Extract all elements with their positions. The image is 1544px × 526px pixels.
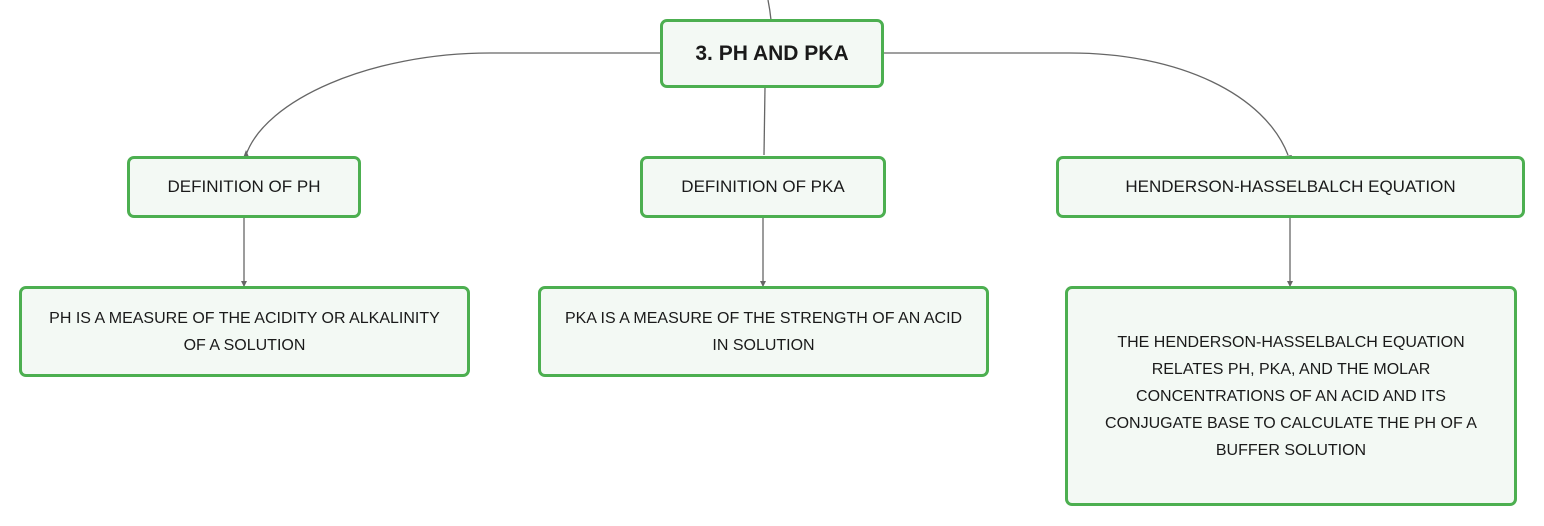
topic-label: DEFINITION OF PH	[167, 177, 321, 196]
topic-node-henderson-hasselbalch[interactable]: HENDERSON-HASSELBALCH EQUATION	[1056, 156, 1525, 218]
arrowhead-hh-detail	[1287, 281, 1293, 287]
detail-text: PKA IS A MEASURE OF THE STRENGTH OF AN A…	[564, 309, 963, 354]
root-topic-label: 3. PH AND PKA	[695, 41, 849, 65]
connector-parent-to-root	[767, 0, 772, 21]
detail-text: PH IS A MEASURE OF THE ACIDITY OR ALKALI…	[49, 309, 440, 354]
detail-text: THE HENDERSON-HASSELBALCH EQUATION RELAT…	[1105, 333, 1477, 459]
topic-node-definition-of-ph[interactable]: DEFINITION OF PH	[127, 156, 361, 218]
detail-node-pka[interactable]: PKA IS A MEASURE OF THE STRENGTH OF AN A…	[538, 286, 989, 377]
detail-node-ph[interactable]: PH IS A MEASURE OF THE ACIDITY OR ALKALI…	[19, 286, 470, 377]
topic-node-definition-of-pka[interactable]: DEFINITION OF PKA	[640, 156, 886, 218]
topic-label: DEFINITION OF PKA	[681, 177, 845, 196]
connector-root-to-hh	[883, 52, 1289, 156]
arrowhead-ph-detail	[241, 281, 247, 287]
topic-label: HENDERSON-HASSELBALCH EQUATION	[1125, 177, 1456, 196]
root-topic-node[interactable]: 3. PH AND PKA	[660, 19, 884, 88]
connector-root-to-ph	[245, 52, 661, 156]
connector-root-to-pka	[763, 86, 766, 156]
arrowhead-pka-detail	[760, 281, 766, 287]
detail-node-henderson-hasselbalch[interactable]: THE HENDERSON-HASSELBALCH EQUATION RELAT…	[1065, 286, 1517, 506]
